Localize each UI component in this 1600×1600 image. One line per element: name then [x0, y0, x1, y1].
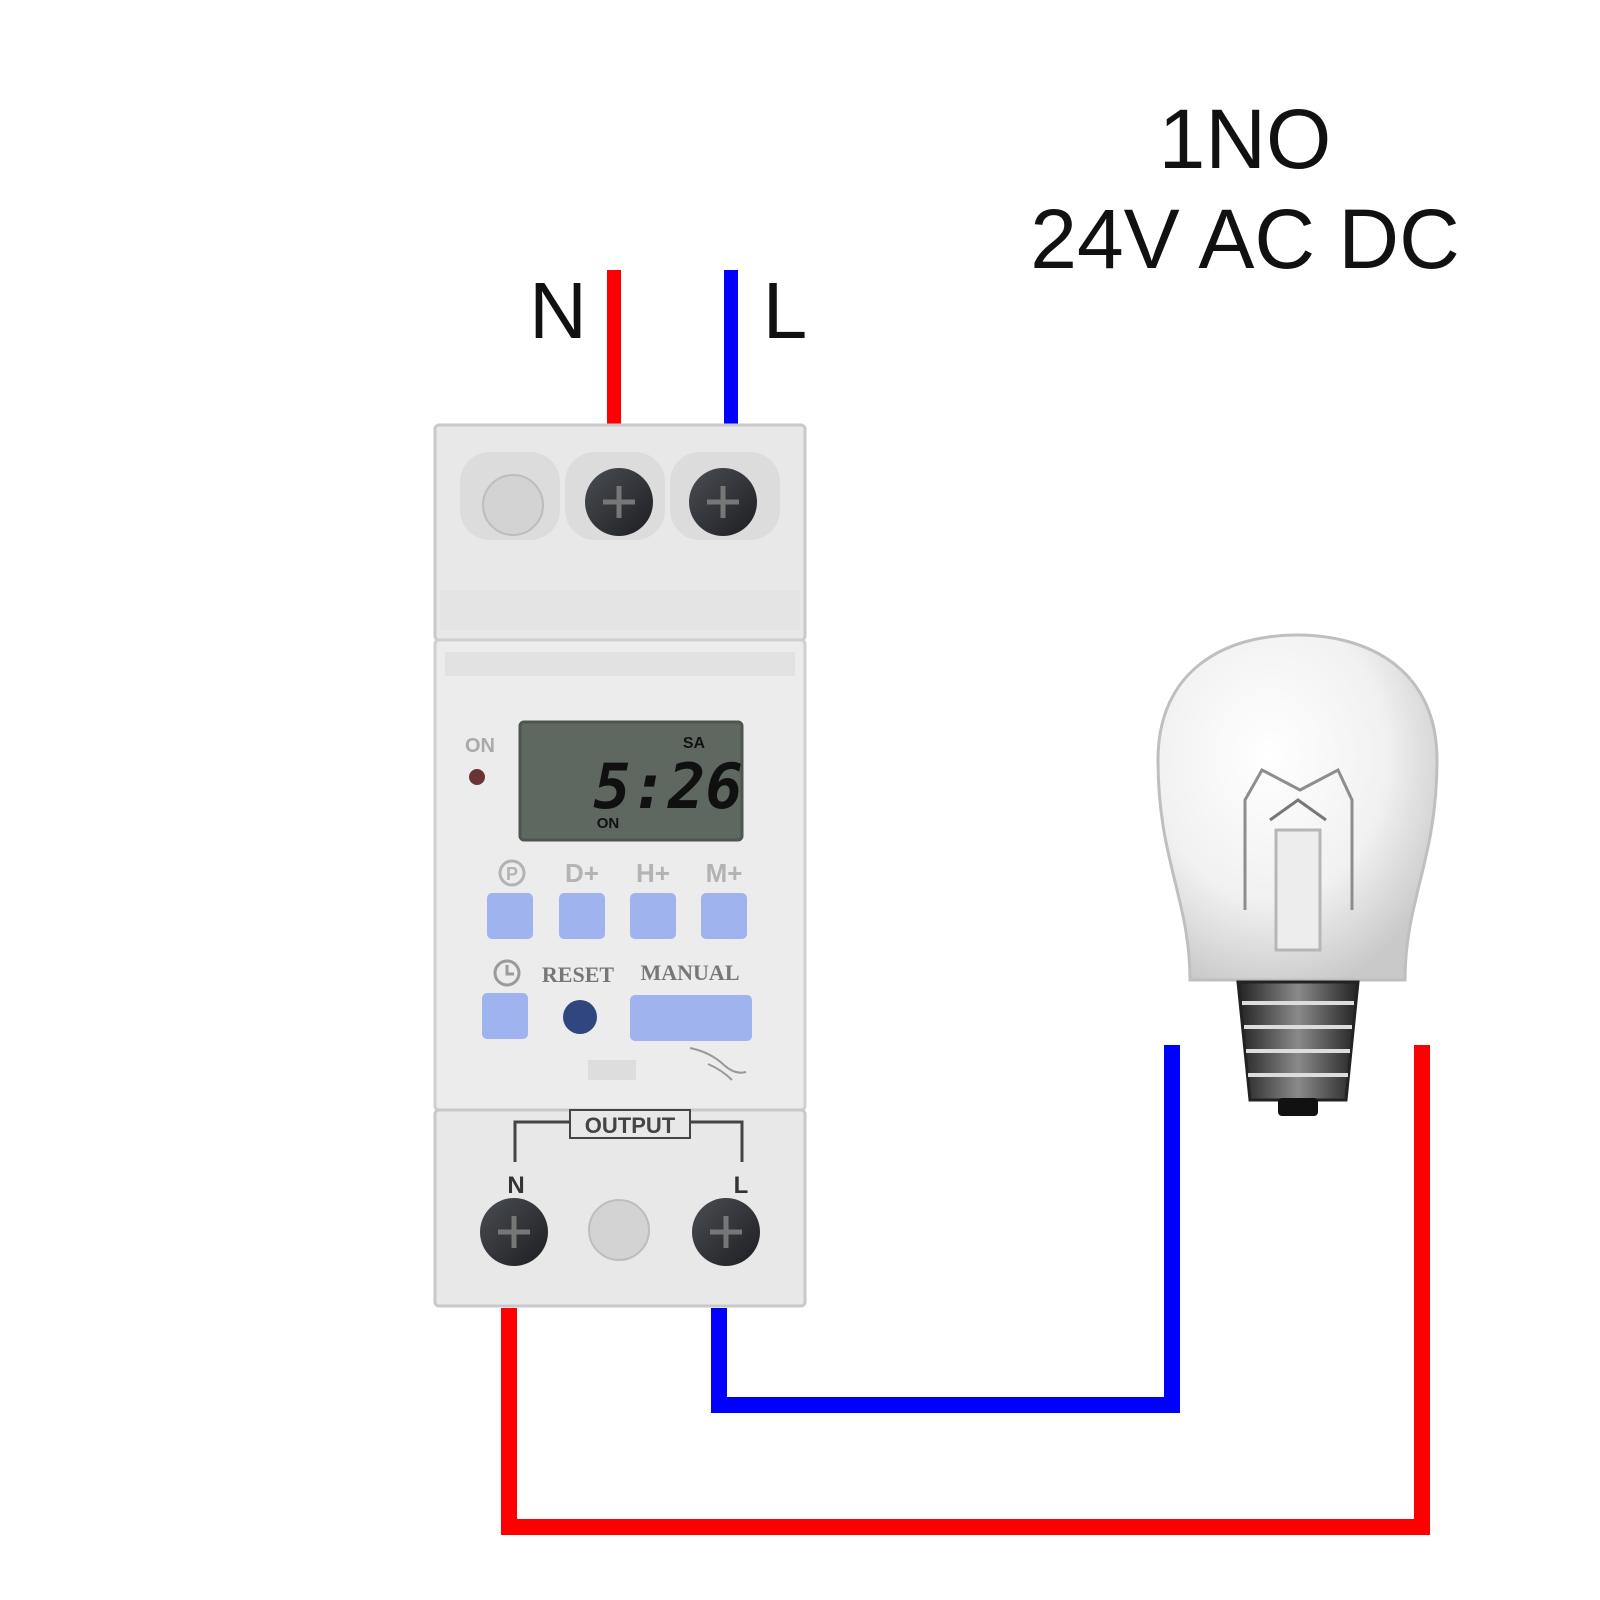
minute-plus-button[interactable]: [701, 893, 747, 939]
day-plus-label: D+: [565, 858, 599, 888]
on-indicator-led-icon: [469, 769, 485, 785]
input-l-label: L: [763, 266, 808, 355]
input-n-label: N: [529, 266, 587, 355]
light-bulb-icon: [1156, 633, 1439, 1116]
clock-icon: [493, 959, 521, 987]
top-blank-terminal-icon: [482, 474, 544, 536]
hour-plus-label: H+: [636, 858, 670, 888]
bottom-screw-l-icon[interactable]: [692, 1198, 760, 1266]
bottom-blank-terminal-icon: [588, 1199, 650, 1261]
hour-plus-button[interactable]: [630, 893, 676, 939]
reset-label: RESET: [542, 962, 614, 987]
output-label: OUTPUT: [585, 1113, 676, 1138]
output-neutral-wire: [711, 1045, 1180, 1413]
manual-button[interactable]: [630, 995, 752, 1041]
program-symbol: P: [506, 864, 518, 884]
output-l-label: L: [734, 1172, 749, 1199]
lcd-day: SA: [683, 735, 706, 752]
digital-timer-switch: ON SA 5:26 ON P D+ H+ M+ RESET MANUAL: [433, 423, 807, 1308]
clock-button[interactable]: [482, 993, 528, 1039]
lcd-status: ON: [597, 815, 620, 832]
reset-button[interactable]: [563, 1000, 597, 1034]
lcd-time: 5:26: [593, 750, 742, 823]
voltage-label: 24V AC DC: [1030, 192, 1460, 286]
day-plus-button[interactable]: [559, 893, 605, 939]
bottom-screw-n-icon[interactable]: [480, 1198, 548, 1266]
output-live-wire: [501, 1045, 1430, 1535]
indicator-label: ON: [465, 735, 495, 757]
contact-type-label: 1NO: [1159, 92, 1332, 186]
top-screw-n-icon[interactable]: [585, 468, 653, 536]
manual-label: MANUAL: [641, 960, 740, 985]
program-button[interactable]: [487, 893, 533, 939]
output-n-label: N: [507, 1172, 524, 1199]
top-screw-l-icon[interactable]: [689, 468, 757, 536]
minute-plus-label: M+: [706, 858, 743, 888]
lcd-screen: [518, 720, 744, 842]
output-bracket: [513, 1120, 744, 1162]
program-icon: [498, 859, 526, 887]
hand-press-icon: [689, 1047, 747, 1081]
